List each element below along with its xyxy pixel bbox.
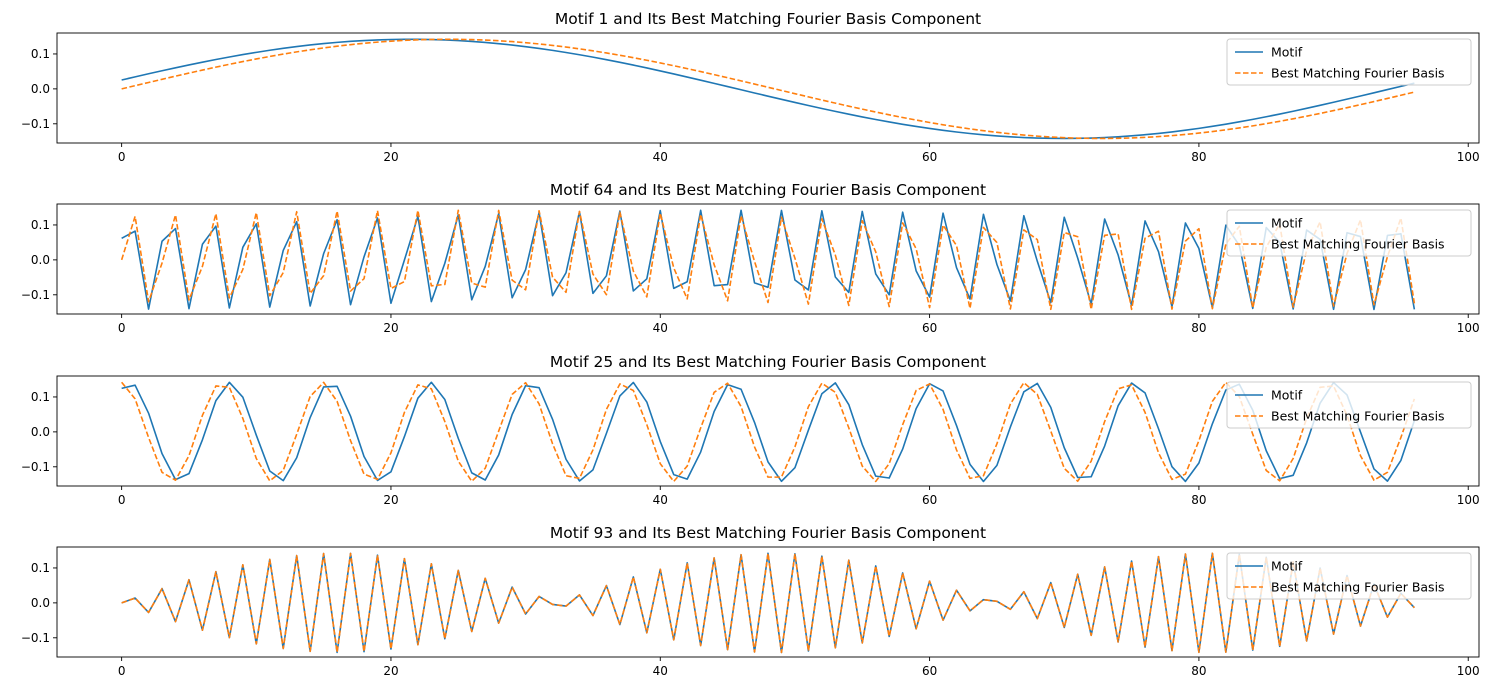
x-tick-label: 80 [1191,493,1206,507]
subplot-title: Motif 25 and Its Best Matching Fourier B… [550,353,986,371]
x-tick-label: 40 [653,493,668,507]
legend-label: Best Matching Fourier Basis [1271,66,1445,81]
x-tick-label: 0 [118,493,126,507]
series-line-motif [121,552,1415,654]
x-tick-label: 20 [383,150,398,164]
series-line-basis [121,38,1415,140]
subplot-title: Motif 1 and Its Best Matching Fourier Ba… [555,10,981,28]
x-tick-label: 80 [1191,150,1206,164]
x-tick-label: 100 [1457,664,1480,678]
series-line-motif [121,381,1416,483]
x-tick-label: 60 [922,321,937,335]
legend-box [1226,381,1472,429]
series-line-motif [121,209,1416,311]
axes-frame [56,546,1480,658]
x-tick-label: 100 [1457,321,1480,335]
series-line-basis [121,381,1416,483]
x-tick-label: 40 [653,664,668,678]
axes-frame [56,32,1480,144]
legend-box [1226,552,1472,600]
y-tick-label: −0.1 [21,288,50,302]
legend-box [1226,38,1472,86]
axes-frame [56,375,1480,487]
y-tick-label: 0.0 [31,253,50,267]
y-tick-label: 0.0 [31,425,50,439]
x-tick-label: 80 [1191,664,1206,678]
legend-label: Motif [1271,559,1303,574]
x-tick-label: 60 [922,150,937,164]
subplot-title: Motif 64 and Its Best Matching Fourier B… [550,181,986,199]
series-line-basis [121,552,1415,654]
y-tick-label: 0.0 [31,596,50,610]
x-tick-label: 20 [383,321,398,335]
legend-label: Best Matching Fourier Basis [1271,580,1445,595]
axes-frame [56,203,1480,315]
y-tick-label: −0.1 [21,117,50,131]
x-tick-label: 0 [118,150,126,164]
y-tick-label: −0.1 [21,631,50,645]
y-tick-label: 0.1 [31,561,50,575]
x-tick-label: 100 [1457,493,1480,507]
x-tick-label: 0 [118,664,126,678]
legend-label: Motif [1271,216,1303,231]
legend-label: Best Matching Fourier Basis [1271,237,1445,252]
y-tick-label: 0.1 [31,47,50,61]
subplot-4: Motif 93 and Its Best Matching Fourier B… [21,524,1480,678]
y-tick-label: −0.1 [21,460,50,474]
x-tick-label: 60 [922,664,937,678]
x-tick-label: 100 [1457,150,1480,164]
legend-box [1226,209,1472,257]
subplot-title: Motif 93 and Its Best Matching Fourier B… [550,524,986,542]
x-tick-label: 20 [383,493,398,507]
y-tick-label: 0.1 [31,218,50,232]
y-tick-label: 0.1 [31,390,50,404]
legend-label: Motif [1271,388,1303,403]
x-tick-label: 40 [653,150,668,164]
subplot-2: Motif 64 and Its Best Matching Fourier B… [21,181,1480,335]
legend-label: Motif [1271,45,1303,60]
subplot-1: Motif 1 and Its Best Matching Fourier Ba… [21,10,1480,164]
x-tick-label: 60 [922,493,937,507]
x-tick-label: 40 [653,321,668,335]
x-tick-label: 80 [1191,321,1206,335]
y-tick-label: 0.0 [31,82,50,96]
series-line-motif [121,38,1415,140]
legend-label: Best Matching Fourier Basis [1271,409,1445,424]
series-line-basis [120,209,1416,311]
subplot-3: Motif 25 and Its Best Matching Fourier B… [21,353,1480,507]
x-tick-label: 0 [118,321,126,335]
x-tick-label: 20 [383,664,398,678]
